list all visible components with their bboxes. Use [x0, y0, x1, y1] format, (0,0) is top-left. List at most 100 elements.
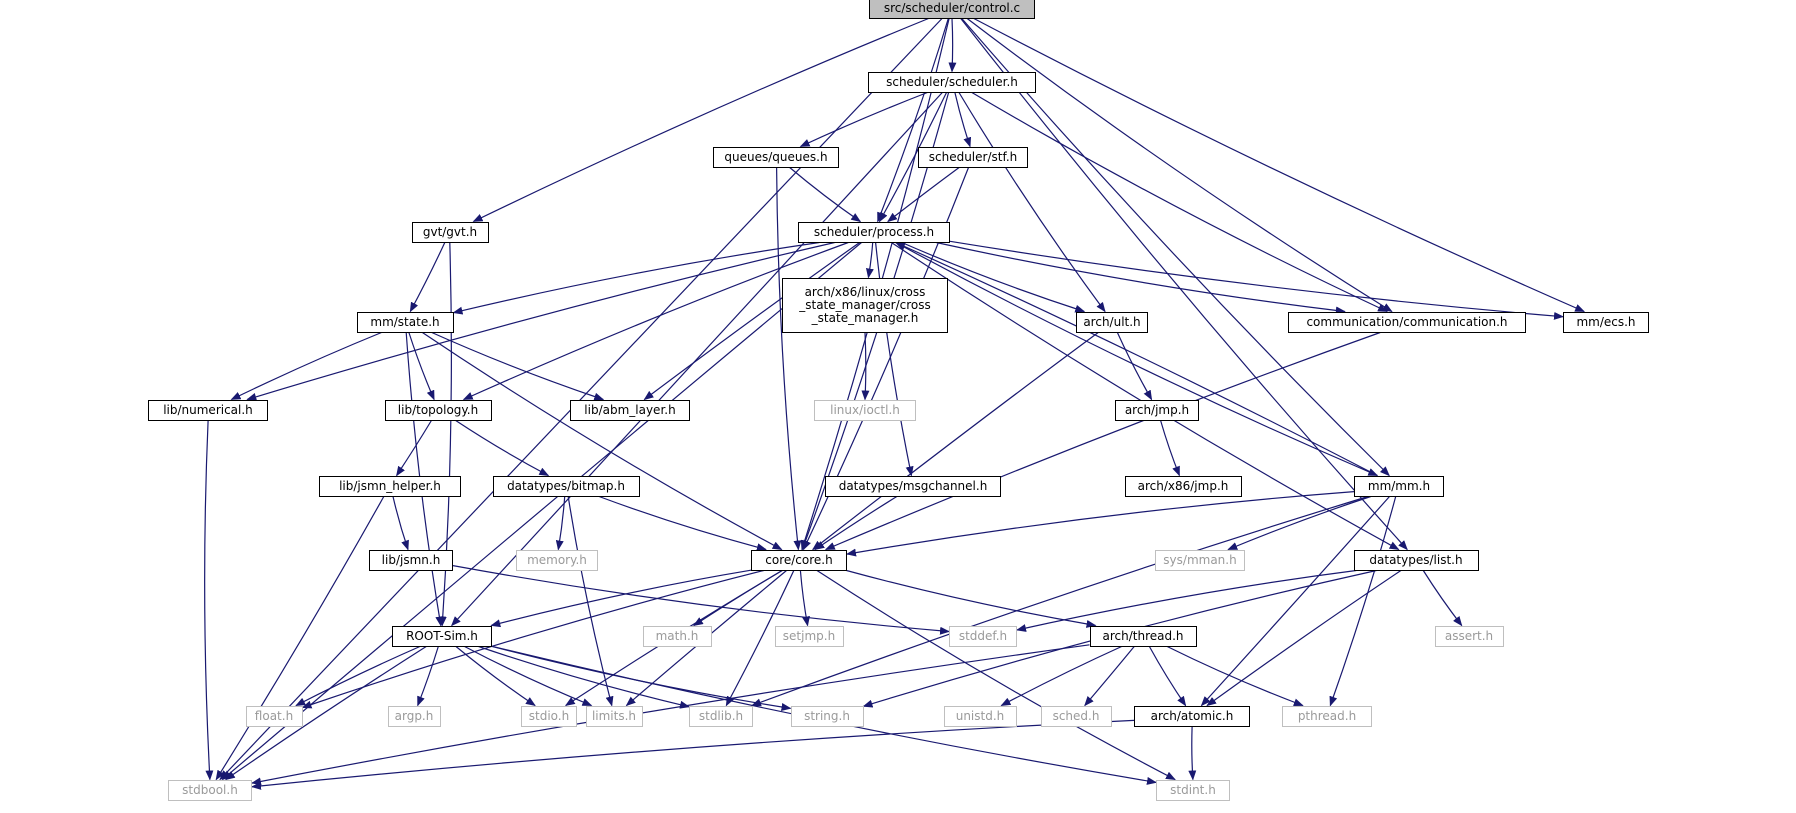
edge-queues-h-to-process-h: [789, 167, 862, 223]
node-pthread-h: pthread.h: [1282, 705, 1372, 727]
node-jmp-h[interactable]: arch/jmp.h: [1115, 399, 1199, 421]
node-ioctl-h: linux/ioctl.h: [814, 399, 916, 421]
node-math-h: math.h: [642, 625, 712, 647]
edge-list-h-to-atomic-h: [1206, 570, 1402, 707]
node-rootsim-h[interactable]: ROOT-Sim.h: [392, 625, 492, 647]
edge-thread-h-to-atomic-h: [1148, 646, 1187, 707]
edge-list-h-to-assert-h: [1422, 570, 1463, 627]
edge-rootsim-h-to-float-h: [295, 645, 421, 707]
edge-process-h-to-stdbool-h: [221, 242, 862, 781]
edge-thread-h-to-pthread-h: [1166, 645, 1304, 707]
node-atomic-h[interactable]: arch/atomic.h: [1134, 705, 1250, 727]
node-list-h[interactable]: datatypes/list.h: [1353, 549, 1479, 571]
node-ult-h[interactable]: arch/ult.h: [1076, 311, 1148, 333]
node-assert-h: assert.h: [1434, 625, 1504, 647]
edge-control-c-to-communication-h: [966, 18, 1393, 313]
edge-jsmn-helper-h-to-jsmn-h: [392, 496, 409, 551]
edge-bitmap-h-to-limits-h: [567, 496, 614, 707]
node-jsmn-helper-h[interactable]: lib/jsmn_helper.h: [319, 475, 461, 497]
node-float-h: float.h: [245, 705, 303, 727]
node-unistd-h: unistd.h: [943, 705, 1017, 727]
edge-rootsim-h-to-stdio-h: [455, 646, 536, 707]
edge-layer: [204, 17, 1586, 790]
edge-bitmap-h-to-memory-h: [555, 496, 566, 551]
node-queues-h[interactable]: queues/queues.h: [713, 146, 839, 168]
edge-rootsim-h-to-stdlib-h: [478, 645, 690, 709]
node-cross-state-h[interactable]: arch/x86/linux/cross _state_manager/cros…: [782, 277, 948, 333]
node-bitmap-h[interactable]: datatypes/bitmap.h: [492, 475, 640, 497]
edge-jmp-h-to-x86-jmp-h: [1160, 420, 1180, 477]
node-process-h[interactable]: scheduler/process.h: [798, 221, 950, 243]
edge-stf-h-to-process-h: [887, 167, 960, 223]
edge-scheduler-h-to-process-h: [878, 92, 948, 223]
node-x86-jmp-h[interactable]: arch/x86/jmp.h: [1124, 475, 1242, 497]
edge-mm-h-to-process-h: [894, 241, 1378, 477]
edge-mm-h-to-core-h: [846, 491, 1355, 557]
edge-atomic-h-to-stdbool-h: [251, 719, 1135, 790]
edge-core-h-to-stdint-h: [816, 569, 1176, 781]
node-abm-layer-h[interactable]: lib/abm_layer.h: [570, 399, 690, 421]
edge-jsmn-h-to-stddef-h: [452, 565, 950, 635]
edge-control-c-to-gvt-h: [472, 17, 929, 223]
edge-bitmap-h-to-core-h: [598, 495, 767, 552]
edge-process-h-to-abm-layer-h: [643, 242, 860, 401]
edge-rootsim-h-to-string-h: [491, 645, 792, 711]
edge-mm-h-to-atomic-h: [1200, 496, 1390, 707]
edge-rootsim-h-to-stdbool-h: [224, 645, 427, 781]
node-ecs-h[interactable]: mm/ecs.h: [1563, 311, 1649, 333]
edge-mm-h-to-sys-mman-h: [1227, 495, 1371, 551]
edge-list-h-to-stddef-h: [1016, 569, 1357, 632]
edge-rootsim-h-to-argp-h: [417, 646, 439, 707]
edge-gvt-h-to-state-h: [409, 242, 446, 313]
edge-ult-h-to-jmp-h: [1116, 332, 1153, 401]
node-sys-mman-h: sys/mman.h: [1155, 549, 1245, 571]
node-stf-h[interactable]: scheduler/stf.h: [918, 146, 1028, 168]
edge-gvt-h-to-rootsim-h: [438, 242, 452, 627]
edge-process-h-to-communication-h: [936, 241, 1346, 315]
edge-mm-h-to-stdlib-h: [751, 495, 1369, 707]
node-stdint-h: stdint.h: [1156, 779, 1230, 801]
edge-core-h-to-rootsim-h: [490, 569, 752, 628]
edge-ult-h-to-core-h: [812, 332, 1099, 551]
edge-process-h-to-state-h: [452, 241, 820, 315]
edge-scheduler-h-to-rootsim-h: [451, 92, 943, 627]
edge-queues-h-to-core-h: [776, 167, 802, 551]
node-memory-h: memory.h: [516, 549, 598, 571]
node-topology-h[interactable]: lib/topology.h: [384, 399, 492, 421]
edge-process-h-to-ult-h: [901, 241, 1086, 313]
edge-process-h-to-list-h: [891, 241, 1400, 551]
edge-scheduler-h-to-communication-h: [971, 91, 1389, 313]
node-msgchannel-h[interactable]: datatypes/msgchannel.h: [825, 475, 1001, 497]
edge-control-c-to-process-h: [877, 18, 949, 223]
node-scheduler-h[interactable]: scheduler/scheduler.h: [868, 71, 1036, 93]
node-communication-h[interactable]: communication/communication.h: [1288, 311, 1526, 333]
edge-core-h-to-thread-h: [846, 569, 1097, 628]
edge-process-h-to-numerical-h: [246, 241, 835, 401]
node-stdio-h: stdio.h: [521, 705, 577, 727]
edge-jsmn-helper-h-to-stdbool-h: [215, 496, 385, 781]
edge-state-h-to-abm-layer-h: [431, 331, 605, 401]
edge-thread-h-to-sched-h: [1084, 646, 1135, 707]
node-sched-h: sched.h: [1040, 705, 1112, 727]
node-thread-h[interactable]: arch/thread.h: [1089, 625, 1197, 647]
edge-scheduler-h-to-ult-h: [958, 92, 1106, 313]
node-numerical-h[interactable]: lib/numerical.h: [148, 399, 268, 421]
node-state-h[interactable]: mm/state.h: [356, 311, 454, 333]
edge-core-h-to-setjmp-h: [799, 570, 810, 627]
edge-topology-h-to-jsmn-helper-h: [396, 420, 432, 477]
node-core-h[interactable]: core/core.h: [751, 549, 847, 571]
node-jsmn-h[interactable]: lib/jsmn.h: [369, 549, 453, 571]
edge-thread-h-to-unistd-h: [1000, 645, 1122, 707]
node-mm-h[interactable]: mm/mm.h: [1354, 475, 1444, 497]
edge-msgchannel-h-to-core-h: [814, 495, 898, 551]
node-gvt-h[interactable]: gvt/gvt.h: [411, 221, 489, 243]
edge-control-c-to-stdbool-h: [219, 18, 943, 781]
node-control-c[interactable]: src/scheduler/control.c: [869, 0, 1035, 19]
node-string-h: string.h: [790, 705, 864, 727]
edge-process-h-to-cross-state-h: [865, 242, 874, 279]
node-setjmp-h: setjmp.h: [774, 625, 844, 647]
edge-control-c-to-ecs-h: [973, 17, 1586, 313]
edge-thread-h-to-stdbool-h: [251, 644, 1090, 786]
edge-scheduler-h-to-queues-h: [799, 91, 928, 148]
